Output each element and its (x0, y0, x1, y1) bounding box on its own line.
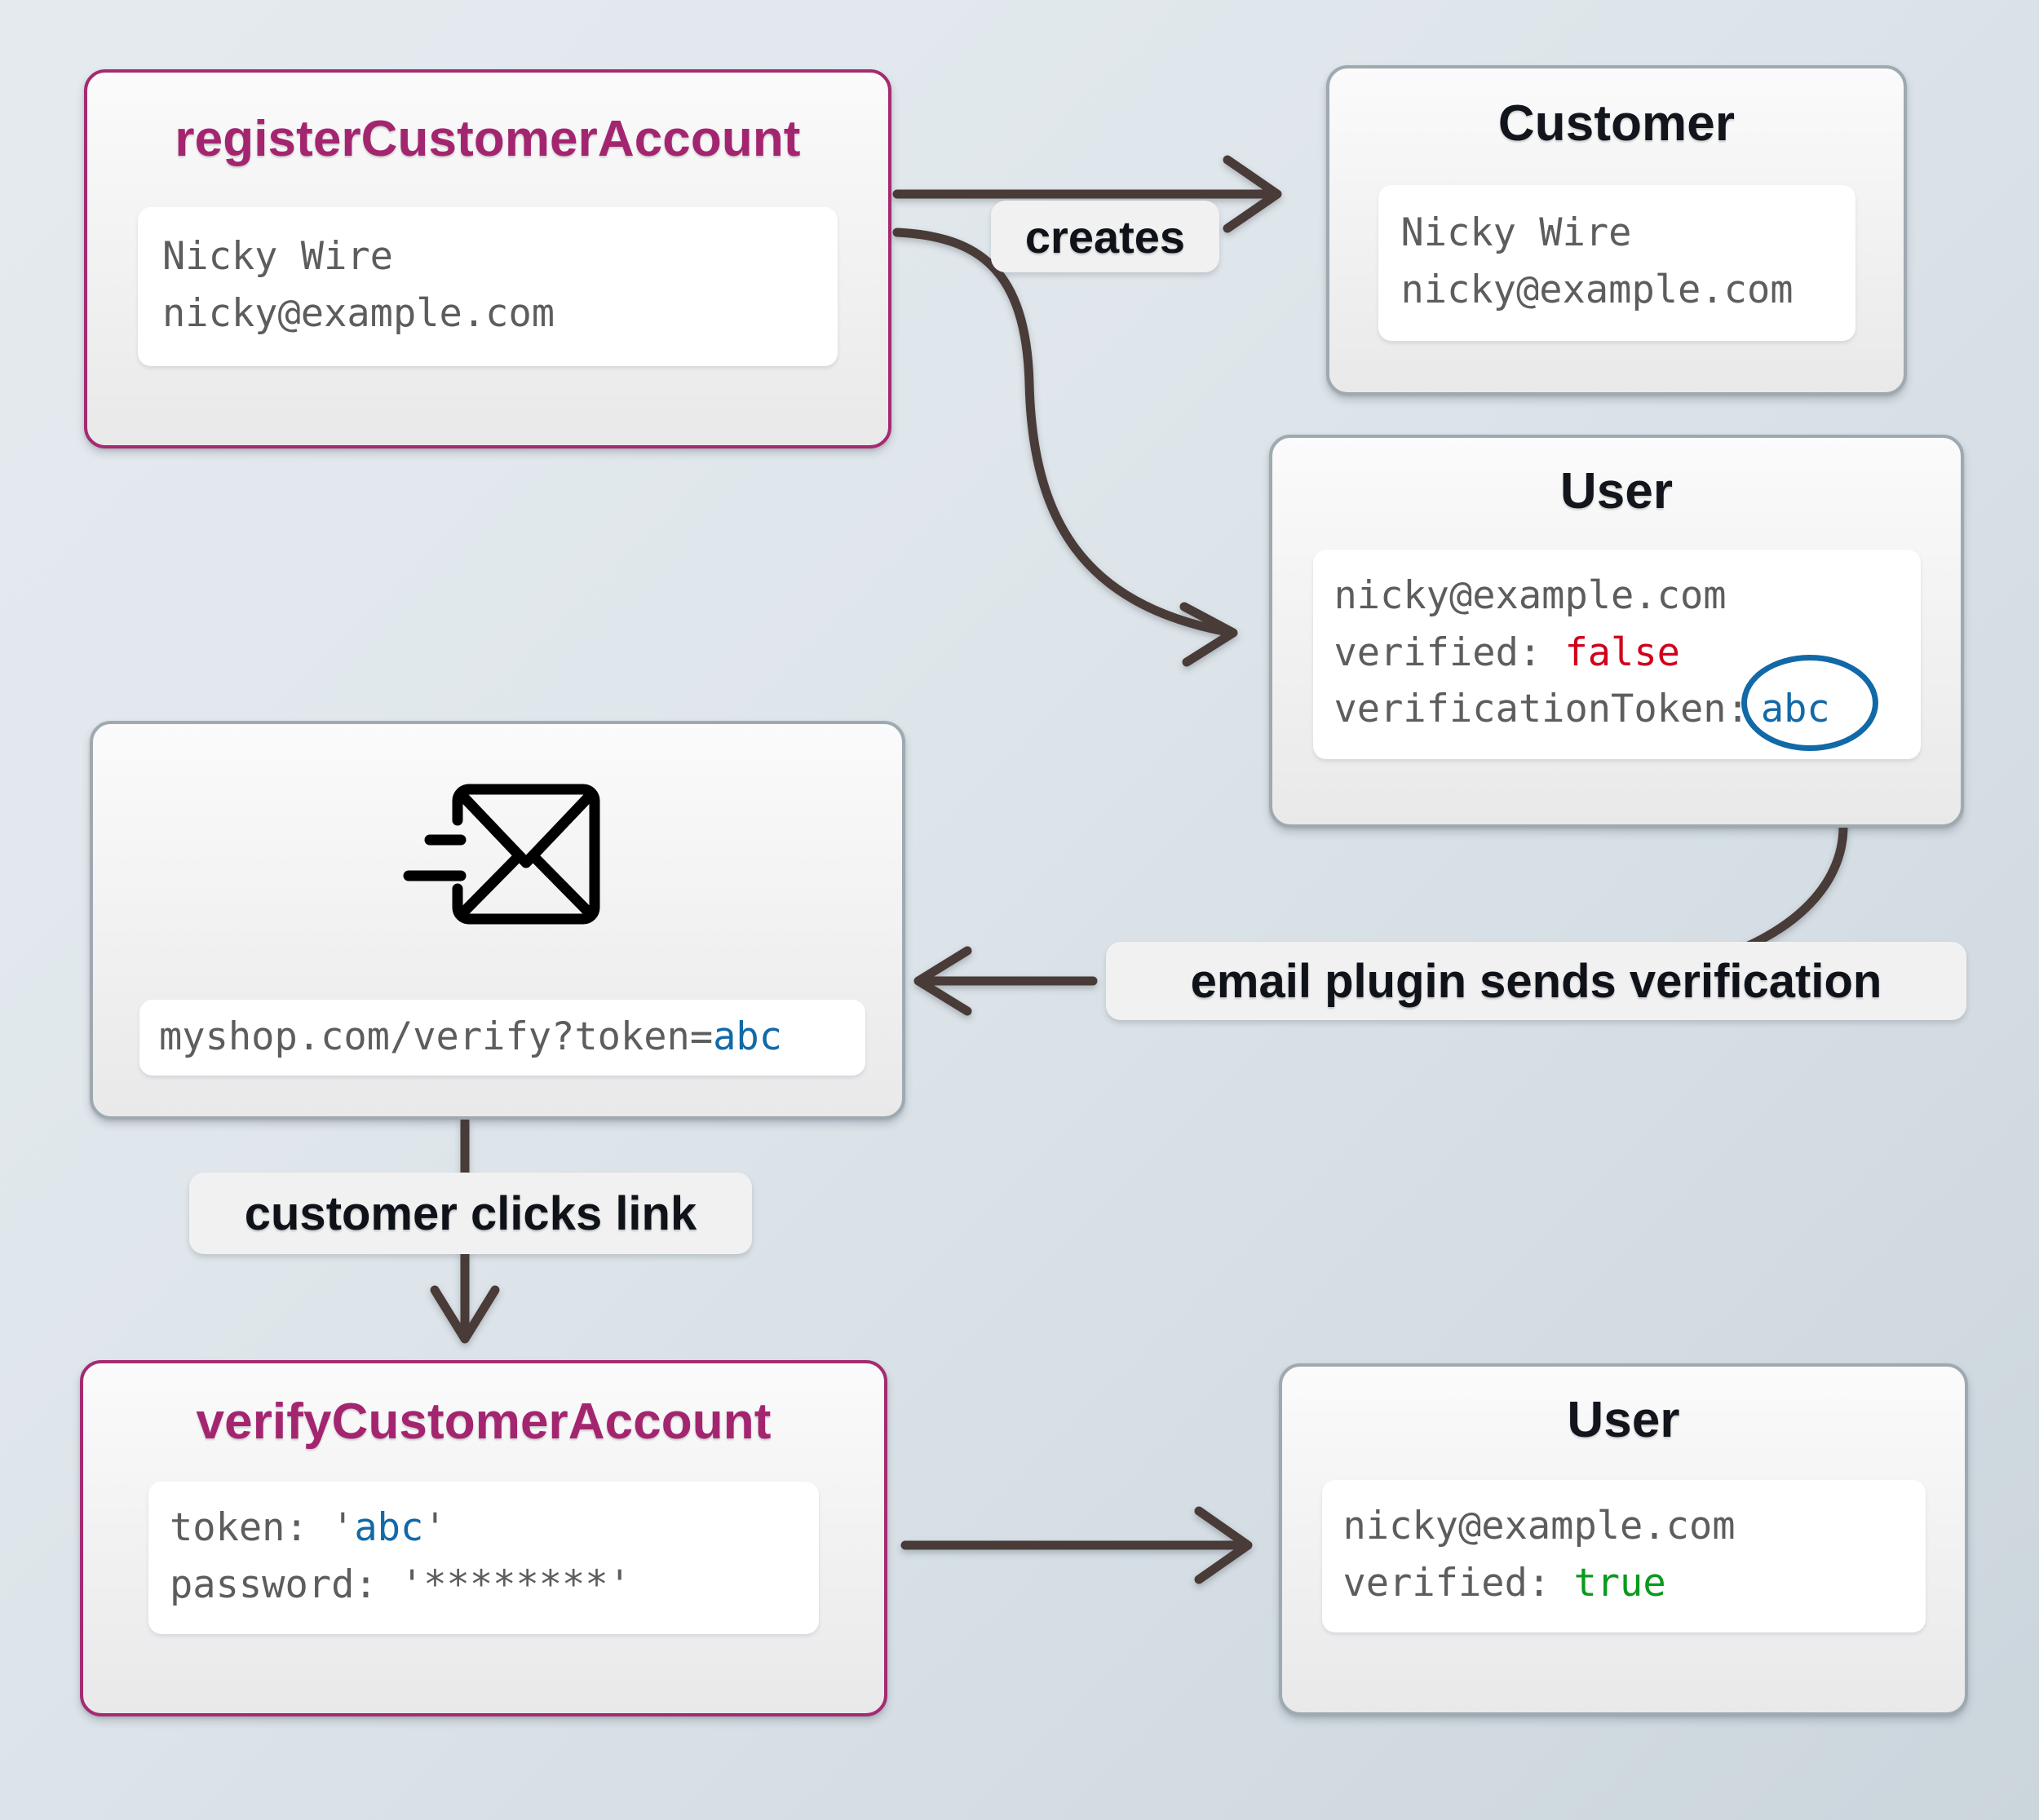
register-name: Nicky Wire (162, 234, 393, 279)
verify-token-quote-open: ' (331, 1505, 355, 1550)
node-title-user-unverified: User (1559, 463, 1674, 519)
user-verified-fields-panel: nicky@example.com verified: true (1321, 1480, 1926, 1633)
node-verify-customer-account[interactable]: verifyCustomerAccount token: 'abc' passw… (80, 1360, 887, 1716)
arrowhead-email-to-verify (430, 1285, 500, 1344)
arrowhead-register-to-user (1179, 602, 1238, 667)
email-link-panel[interactable]: myshop.com/verify?token=abc (139, 1000, 865, 1076)
edge-register-to-user (892, 228, 1228, 636)
send-email-envelope-icon (391, 775, 604, 938)
customer-fields-panel: Nicky Wire nicky@example.com (1378, 185, 1855, 342)
node-verification-email[interactable]: myshop.com/verify?token=abc (90, 721, 905, 1120)
verified-value: false (1564, 629, 1680, 675)
node-title-register: registerCustomerAccount (175, 111, 801, 167)
verified-key: verified: (1342, 1560, 1574, 1606)
user-unverified-verified-row: verified: false (1334, 625, 1900, 682)
arrowhead-register-to-customer (1223, 155, 1282, 233)
node-register-customer-account[interactable]: registerCustomerAccount Nicky Wire nicky… (84, 69, 891, 448)
user-unverified-token-row: verificationToken:abc (1334, 655, 1900, 752)
edge-label-email-plugin-sends-verification: email plugin sends verification (1106, 942, 1966, 1020)
node-title-verify: verifyCustomerAccount (196, 1394, 772, 1450)
user-unverified-fields-panel: nicky@example.com verified: false verifi… (1312, 550, 1921, 759)
verify-password-key: password: (170, 1562, 400, 1607)
node-title-customer: Customer (1497, 95, 1736, 152)
node-user-verified[interactable]: User nicky@example.com verified: true (1279, 1363, 1968, 1716)
verification-token-highlight: abc (1740, 655, 1878, 752)
token-value: abc (1760, 687, 1830, 732)
email-url-token: abc (713, 1014, 783, 1059)
email-url-prefix: myshop.com/verify?token= (159, 1014, 714, 1059)
user-unverified-email: nicky@example.com (1334, 573, 1727, 618)
verify-token-value: abc (354, 1505, 424, 1550)
verify-fields-panel: token: 'abc' password: '********' (148, 1482, 819, 1635)
register-fields-panel: Nicky Wire nicky@example.com (138, 207, 838, 367)
edge-label-creates: creates (991, 201, 1219, 272)
verified-key: verified: (1334, 629, 1565, 675)
verify-password-value: '********' (400, 1562, 631, 1607)
node-user-unverified[interactable]: User nicky@example.com verified: false v… (1269, 435, 1964, 828)
customer-name: Nicky Wire (1400, 210, 1632, 255)
register-email: nicky@example.com (162, 290, 555, 336)
user-verified-verified-row: verified: true (1343, 1555, 1904, 1612)
customer-email: nicky@example.com (1400, 267, 1794, 312)
verify-password-row: password: '********' (170, 1557, 798, 1614)
node-title-user-verified: User (1567, 1392, 1680, 1448)
arrowhead-emailplugin-to-email (913, 946, 972, 1016)
arrowhead-verify-to-user2 (1194, 1506, 1253, 1584)
node-customer[interactable]: Customer Nicky Wire nicky@example.com (1326, 65, 1907, 395)
user-verified-email: nicky@example.com (1342, 1504, 1736, 1548)
verify-token-quote-close: ' (423, 1505, 447, 1550)
token-key: verificationToken: (1334, 687, 1749, 732)
verify-token-row: token: 'abc' (170, 1500, 798, 1557)
edge-label-customer-clicks-link: customer clicks link (189, 1173, 752, 1254)
verify-token-key: token: (170, 1505, 332, 1550)
edge-token-to-emailplugin (1704, 819, 1848, 965)
verified-value: true (1573, 1560, 1666, 1606)
